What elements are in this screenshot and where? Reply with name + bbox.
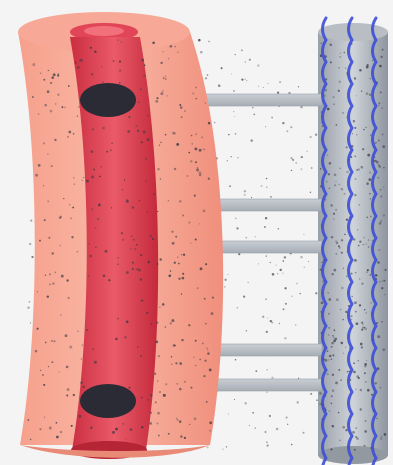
vessel-opening-top [80, 83, 136, 117]
vessel-opening-bottom [80, 384, 136, 418]
blood-vessel-cylinder-icon [18, 12, 223, 459]
gray-cylinder-icon [318, 23, 388, 464]
